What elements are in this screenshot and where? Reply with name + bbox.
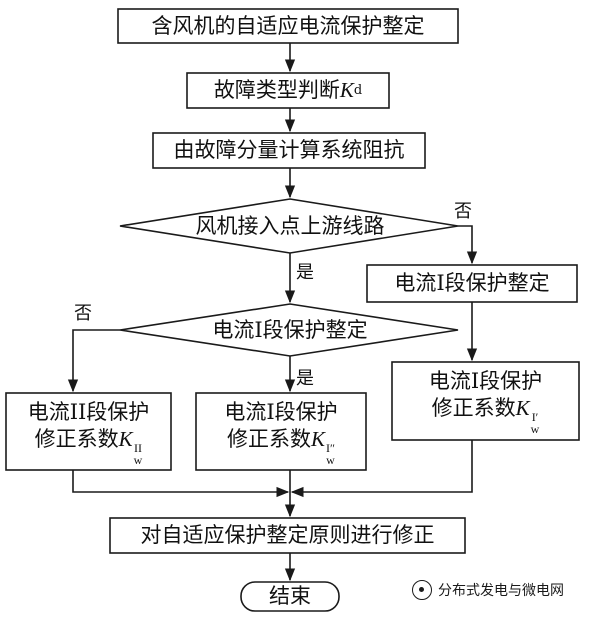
impedance-box xyxy=(152,132,426,169)
decision-current-i-no-text: 否 xyxy=(74,302,92,324)
decision-current-i-label: 电流I段保护整定 xyxy=(170,316,410,344)
correction-box xyxy=(109,517,466,554)
start-text: 含风机的自适应电流保护整定 xyxy=(151,13,425,38)
decision-wind-label: 风机接入点上游线路 xyxy=(160,212,420,240)
correction-text: 对自适应保护整定原则进行修正 xyxy=(140,523,435,547)
current-i-setting-right-label: 电流I段保护整定 xyxy=(367,265,577,302)
box-ii-line2: 修正系数 xyxy=(34,426,119,451)
fault-type-sub: d xyxy=(353,83,363,98)
start-label: 含风机的自适应电流保护整定 xyxy=(118,9,458,43)
correction-label: 对自适应保护整定原则进行修正 xyxy=(110,518,465,553)
decision-wind-text: 风机接入点上游线路 xyxy=(195,213,385,238)
box-i1-indices: I′w xyxy=(531,411,540,435)
connector-i1-to-merge xyxy=(290,440,473,498)
end-label: 结束 xyxy=(241,582,339,611)
box-ii-correction xyxy=(5,392,172,471)
box-i2-sub: w xyxy=(326,452,335,467)
box-i1-sup: I′ xyxy=(531,409,539,424)
impedance-label: 由故障分量计算系统阻抗 xyxy=(153,133,425,168)
current-i-setting-right-box xyxy=(366,264,578,303)
box-ii-line1: 电流II段保护 xyxy=(27,399,150,424)
decision-wind-yes-label: 是 xyxy=(292,261,318,283)
box-i2-indices: I″w xyxy=(326,442,335,466)
watermark-text: 分布式发电与微电网 xyxy=(438,583,564,599)
decision-current-i-yes-text: 是 xyxy=(296,367,314,389)
box-ii-var: K xyxy=(118,426,133,451)
current-i-setting-right-text: 电流I段保护整定 xyxy=(394,271,550,295)
connector-ii-to-merge xyxy=(72,470,290,498)
decision-current-i-yes-label: 是 xyxy=(292,367,318,389)
box-i2-correction xyxy=(195,392,367,471)
wechat-account-icon xyxy=(412,580,432,600)
decision-current-i-no-label: 否 xyxy=(70,302,96,324)
box-ii-sup: II xyxy=(134,440,142,455)
box-i2-line2: 修正系数 xyxy=(226,426,311,451)
decision-current-i-text: 电流I段保护整定 xyxy=(212,317,368,342)
fault-type-box xyxy=(186,72,390,109)
start-box xyxy=(117,8,459,44)
box-i1-sub: w xyxy=(530,421,540,436)
decision-wind-no-label: 否 xyxy=(450,200,476,222)
decision-wind-yes-text: 是 xyxy=(296,261,314,283)
box-i1-var: K xyxy=(515,395,530,420)
end-box xyxy=(240,581,340,612)
box-i2-sup: I″ xyxy=(326,440,335,455)
decision-wind-no-text: 否 xyxy=(454,200,472,222)
box-i1-line2: 修正系数 xyxy=(431,395,516,420)
end-text: 结束 xyxy=(269,584,311,608)
box-i2-var: K xyxy=(310,426,325,451)
arrow-current-i-no xyxy=(67,329,120,393)
impedance-text: 由故障分量计算系统阻抗 xyxy=(173,138,405,162)
box-i1-correction xyxy=(391,361,580,441)
arrow-wind-no xyxy=(458,225,478,265)
box-i2-line1: 电流I段保护 xyxy=(224,399,338,424)
fault-type-text: 故障类型判断 xyxy=(213,78,340,102)
box-ii-sub: w xyxy=(133,452,143,467)
box-i1-line1: 电流I段保护 xyxy=(428,368,543,393)
fault-type-var: K xyxy=(339,78,354,102)
watermark: 分布式发电与微电网 xyxy=(412,580,564,600)
